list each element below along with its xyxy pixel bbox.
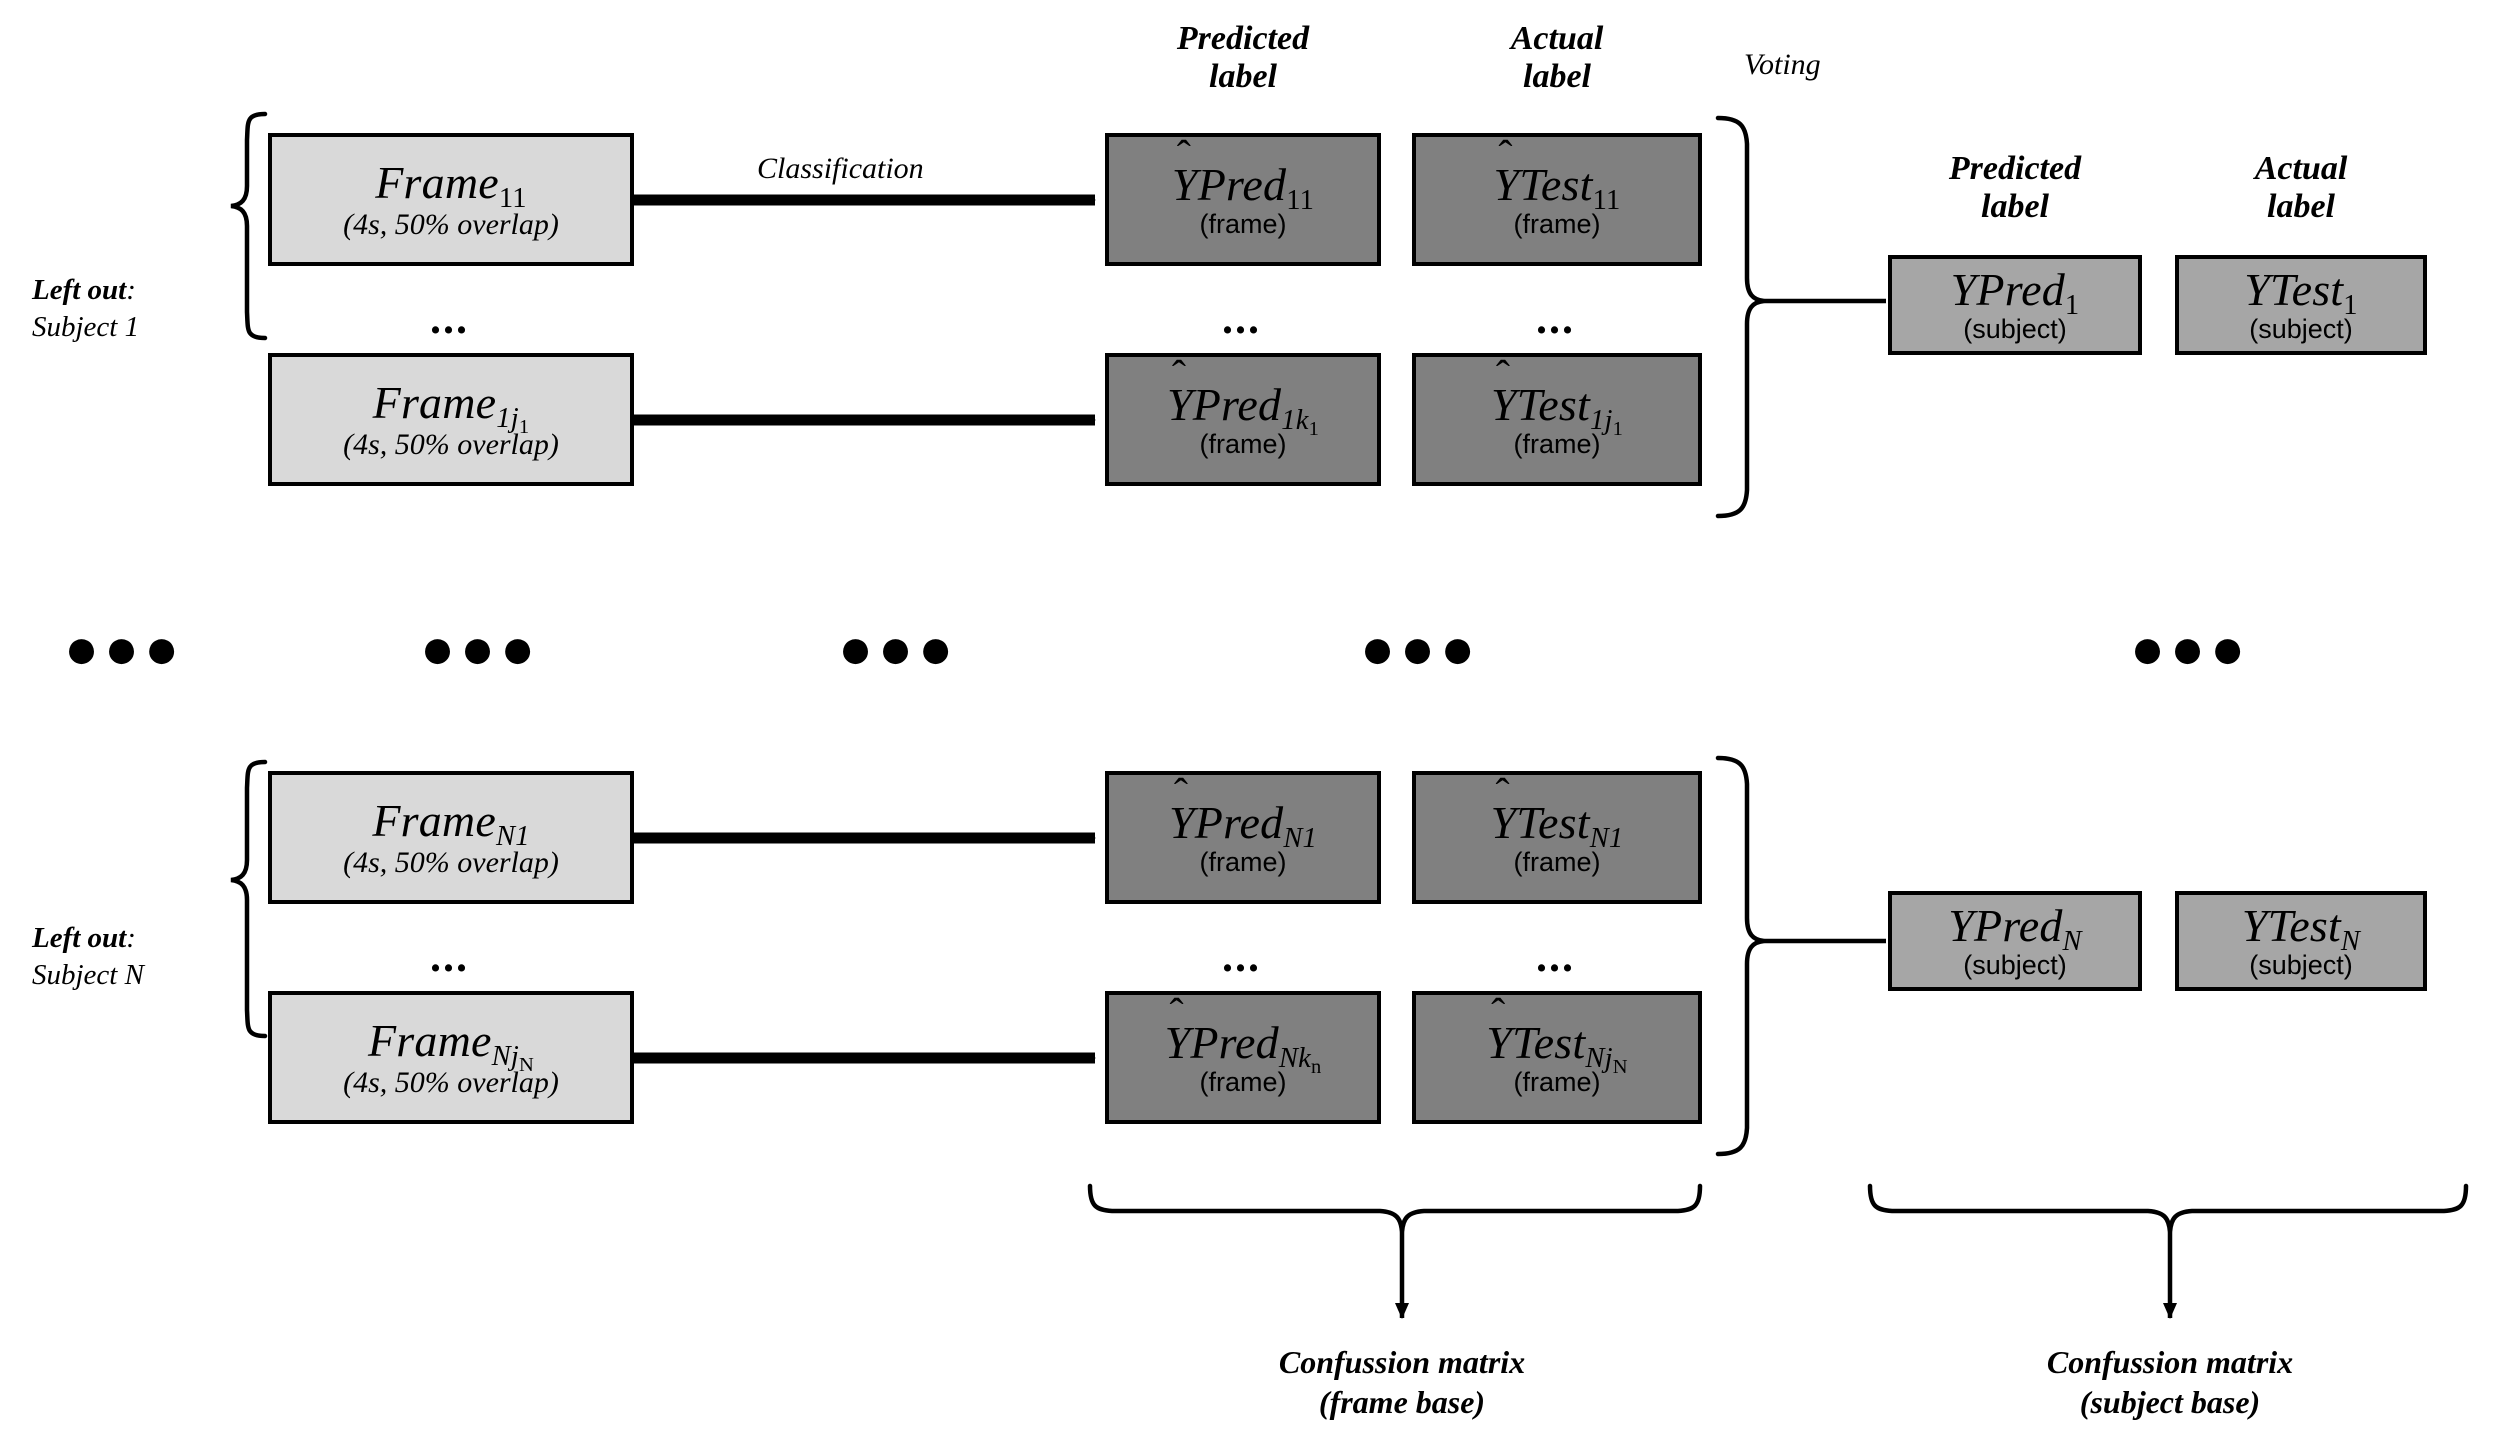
subject-test-box-1[interactable]: YTest1 (subject)	[2175, 255, 2427, 355]
ellipsis-pred-rown: ...	[1222, 932, 1261, 981]
frame-box-1-last-detail: (4s, 50% overlap)	[343, 427, 559, 461]
row-ellipsis-left-out: ●●●	[64, 616, 185, 681]
frame-box-1-last-subscript: 1j1	[496, 402, 530, 438]
test-box-1-last[interactable]: YTest1j1 (frame)	[1412, 353, 1702, 486]
ellipsis-test-row1: ...	[1536, 294, 1575, 343]
voting-brace-row1	[1715, 115, 1886, 519]
brace-subject-1	[230, 111, 268, 341]
frame-box-1-1-title: Frame11	[375, 156, 527, 214]
row-ellipsis-frames: ●●●	[420, 616, 541, 681]
test-box-1-last-title: YTest1j1	[1491, 381, 1623, 439]
frame-box-1-last[interactable]: Frame1j1 (4s, 50% overlap)	[268, 353, 634, 486]
frame-box-1-last-title: Frame1j1	[372, 376, 530, 438]
test-box-1-1[interactable]: YTest11 (frame)	[1412, 133, 1702, 266]
frame-box-n-last-subscript: NjN	[491, 1040, 534, 1076]
test-box-n-last-title: YTestNjN	[1486, 1019, 1627, 1077]
frame-box-1-1[interactable]: Frame11 (4s, 50% overlap)	[268, 133, 634, 266]
ellipsis-pred-row1: ...	[1222, 294, 1261, 343]
frame-box-n-1[interactable]: FrameN1 (4s, 50% overlap)	[268, 771, 634, 904]
header-actual-label-frame: Actual label	[1510, 20, 1604, 96]
pred-box-n-1-detail: (frame)	[1199, 846, 1287, 877]
frame-box-n-last-title: FrameNjN	[367, 1014, 534, 1076]
test-box-n-last-detail: (frame)	[1513, 1066, 1601, 1097]
test-box-n-last[interactable]: YTestNjN (frame)	[1412, 991, 1702, 1124]
pred-box-1-last-title: YPred1k1	[1167, 381, 1319, 439]
header-predicted-label-subject: Predicted label	[1948, 150, 2082, 226]
frame-box-n-1-title: FrameN1	[372, 794, 530, 852]
test-box-1-1-title: YTest11	[1494, 161, 1621, 214]
pred-box-n-1-title: YPredN1	[1169, 799, 1317, 852]
frame-box-1-1-subscript: 11	[498, 182, 527, 214]
confusion-matrix-frame-base-label: Confussion matrix (frame base)	[1278, 1344, 1526, 1420]
row-ellipsis-arrows: ●●●	[838, 616, 959, 681]
test-box-n-1-title: YTestN1	[1491, 799, 1624, 852]
brace-frame-base	[1087, 1183, 1703, 1319]
frame-box-n-last[interactable]: FrameNjN (4s, 50% overlap)	[268, 991, 634, 1124]
left-out-label-subject-1: Left out: Subject 1	[32, 272, 139, 346]
voting-brace-rown	[1715, 755, 1886, 1157]
frame-box-1-1-detail: (4s, 50% overlap)	[343, 207, 559, 241]
test-box-n-1-detail: (frame)	[1513, 846, 1601, 877]
pred-box-1-last-detail: (frame)	[1199, 428, 1287, 459]
ellipsis-test-rown: ...	[1536, 932, 1575, 981]
pred-box-n-last-detail: (frame)	[1199, 1066, 1287, 1097]
subject-test-box-1-detail: (subject)	[2249, 314, 2353, 344]
subject-test-box-n-title: YTestN	[2241, 900, 2361, 958]
pred-box-1-1-detail: (frame)	[1199, 208, 1287, 239]
row-ellipsis-frame-labels: ●●●	[1360, 616, 1481, 681]
header-predicted-label-frame: Predicted label	[1176, 20, 1310, 96]
pred-box-n-last[interactable]: YPredNkn (frame)	[1105, 991, 1381, 1124]
subject-test-box-n-detail: (subject)	[2249, 950, 2353, 980]
subject-pred-box-n-title: YPredN	[1948, 900, 2082, 958]
row-ellipsis-subject-labels: ●●●	[2130, 616, 2251, 681]
left-out-subject-first: Subject 1	[32, 311, 140, 344]
test-box-n-1[interactable]: YTestN1 (frame)	[1412, 771, 1702, 904]
subject-pred-box-n[interactable]: YPredN (subject)	[1888, 891, 2142, 991]
subject-test-box-n[interactable]: YTestN (subject)	[2175, 891, 2427, 991]
test-box-1-1-detail: (frame)	[1513, 208, 1601, 239]
voting-label: Voting	[1744, 48, 1821, 81]
confusion-matrix-subject-base-label: Confussion matrix (subject base)	[2046, 1344, 2294, 1420]
frame-box-n-last-detail: (4s, 50% overlap)	[343, 1065, 559, 1099]
brace-subject-n	[230, 759, 268, 1039]
test-box-1-last-detail: (frame)	[1513, 428, 1601, 459]
subject-pred-box-1-title: YPred1	[1950, 264, 2080, 322]
pred-box-n-last-title: YPredNkn	[1165, 1019, 1322, 1077]
left-out-prefix: Left out	[32, 274, 127, 306]
subject-test-box-1-title: YTest1	[2244, 264, 2358, 322]
pred-box-1-1[interactable]: YPred11 (frame)	[1105, 133, 1381, 266]
left-out-subject-last: Subject N	[32, 959, 144, 992]
pred-box-n-1[interactable]: YPredN1 (frame)	[1105, 771, 1381, 904]
subject-pred-box-1-detail: (subject)	[1963, 314, 2067, 344]
subject-pred-box-1[interactable]: YPred1 (subject)	[1888, 255, 2142, 355]
pred-box-1-last[interactable]: YPred1k1 (frame)	[1105, 353, 1381, 486]
frame-box-n-1-subscript: N1	[495, 820, 530, 852]
brace-subject-base	[1867, 1183, 2469, 1319]
pred-box-1-1-title: YPred11	[1172, 161, 1314, 214]
classification-label: Classification	[757, 152, 924, 185]
frame-box-n-1-detail: (4s, 50% overlap)	[343, 845, 559, 879]
left-out-label-subject-n: Left out: Subject N	[32, 920, 144, 994]
left-out-colon-n: :	[126, 922, 136, 954]
ellipsis-frames-rown: ...	[430, 932, 469, 981]
left-out-colon: :	[126, 274, 136, 306]
ellipsis-frames-row1: ...	[430, 294, 469, 343]
left-out-prefix-n: Left out	[32, 922, 127, 954]
header-actual-label-subject: Actual label	[2254, 150, 2348, 226]
subject-pred-box-n-detail: (subject)	[1963, 950, 2067, 980]
